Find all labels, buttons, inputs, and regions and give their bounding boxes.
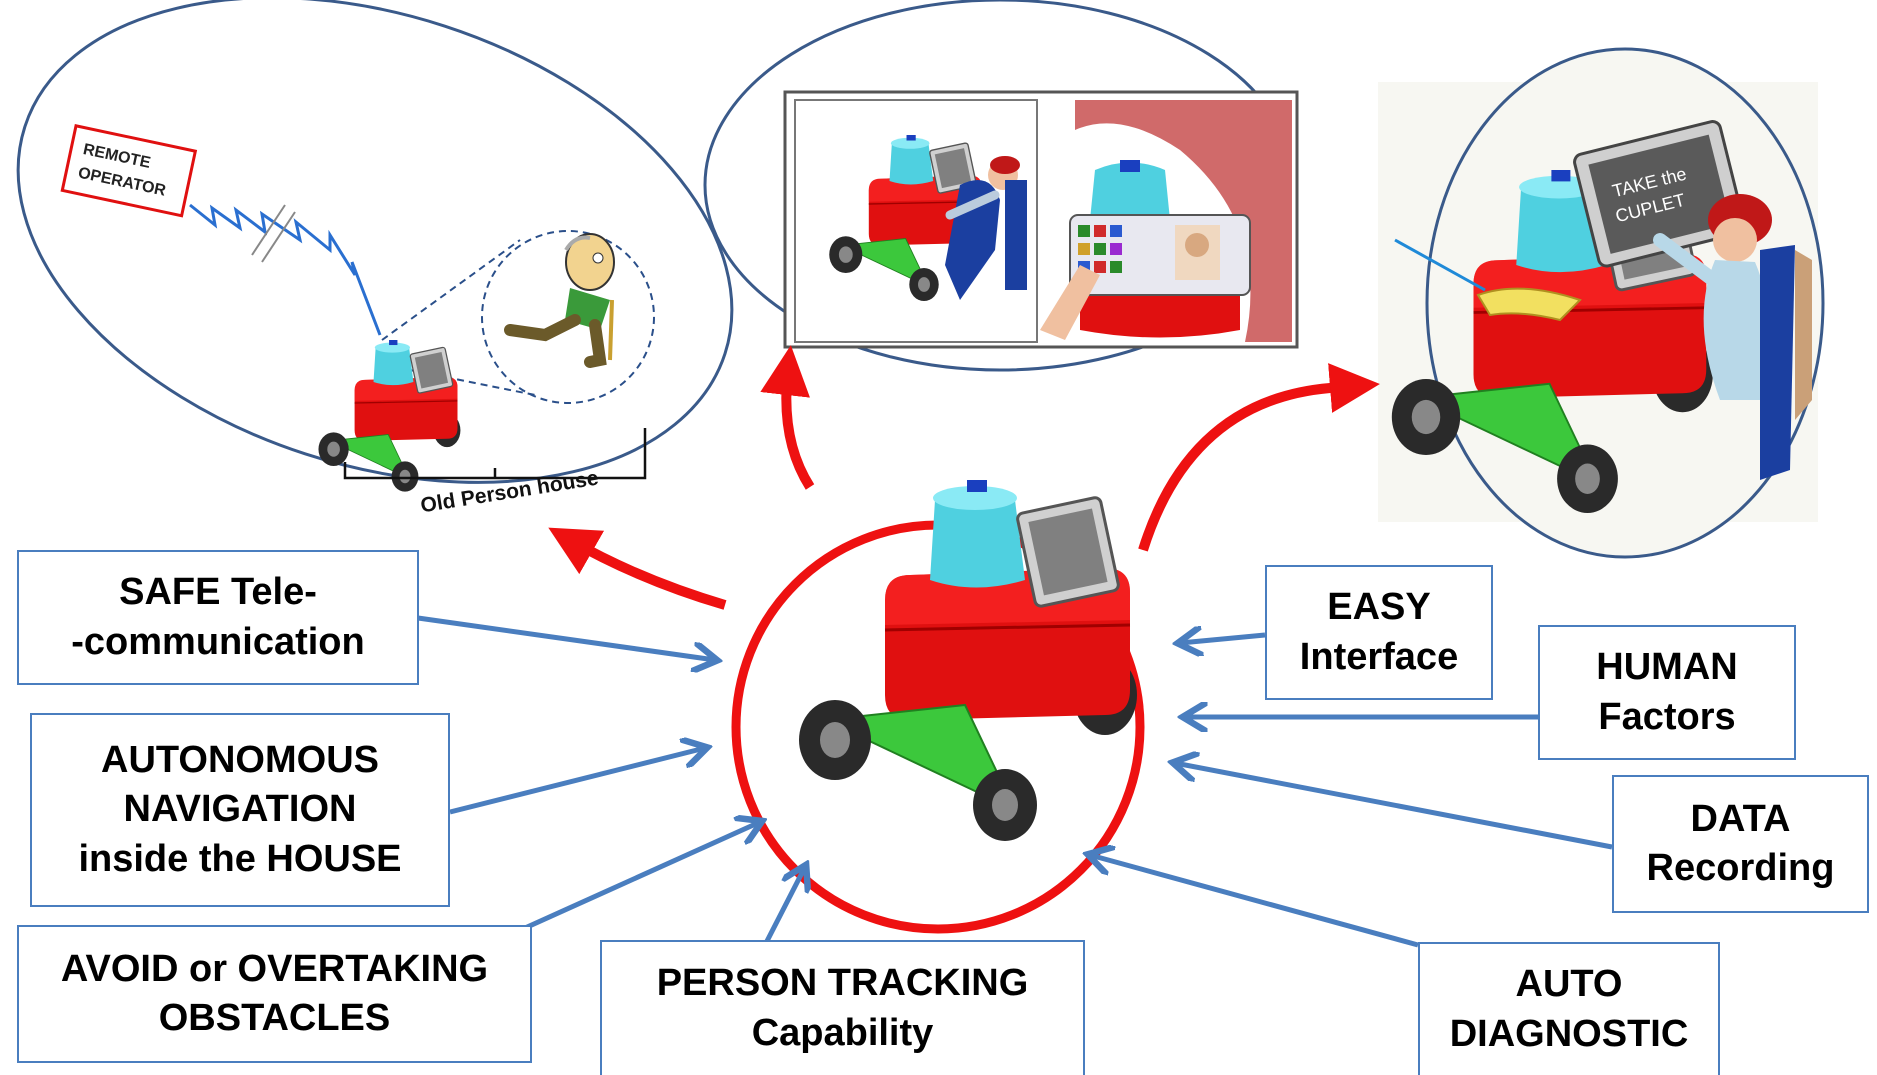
- arrow-to-human-factors-scene: [1138, 363, 1380, 552]
- data-recording-label: DATA Recording: [1612, 775, 1869, 913]
- central-robot: [731, 478, 1145, 934]
- human-factors-label: HUMAN Factors: [1538, 625, 1796, 760]
- drawer-icon: [1476, 287, 1582, 322]
- telecom-scene: REMOTE OPERATOR Old Person house: [16, 0, 734, 517]
- arrow-data-recording: [1175, 763, 1613, 850]
- old-person-icon: [504, 233, 615, 368]
- easy-interface-label: EASY Interface: [1265, 565, 1493, 700]
- arrow-easy-interface: [1180, 635, 1266, 643]
- arrow-to-telecom-scene: [548, 527, 727, 610]
- arrow-to-interface-scene: [760, 345, 815, 490]
- auto-diagnostic-label: AUTO DIAGNOSTIC: [1418, 942, 1720, 1075]
- remote-operator-box: [60, 124, 198, 218]
- avoid-obstacles-label: AVOID or OVERTAKING OBSTACLES: [17, 925, 532, 1063]
- interface-scene: [703, 0, 1299, 372]
- safe-telecom-label: SAFE Tele- -communication: [17, 550, 419, 685]
- wireless-signal-icon: [189, 203, 382, 336]
- human-factors-scene: TAKE the CUPLET: [1378, 47, 1825, 559]
- arrow-person-tracking: [762, 867, 805, 947]
- person-tracking-label: PERSON TRACKING Capability: [600, 940, 1085, 1075]
- arrow-avoid-obstacles: [523, 822, 760, 931]
- arrow-safe-telecom: [417, 615, 715, 660]
- arrow-auto-diagnostic: [1090, 855, 1419, 948]
- autonomous-nav-label: AUTONOMOUS NAVIGATION inside the HOUSE: [30, 713, 450, 907]
- arrow-autonomous-nav: [449, 748, 705, 815]
- tracking-zone-icon: [481, 230, 655, 404]
